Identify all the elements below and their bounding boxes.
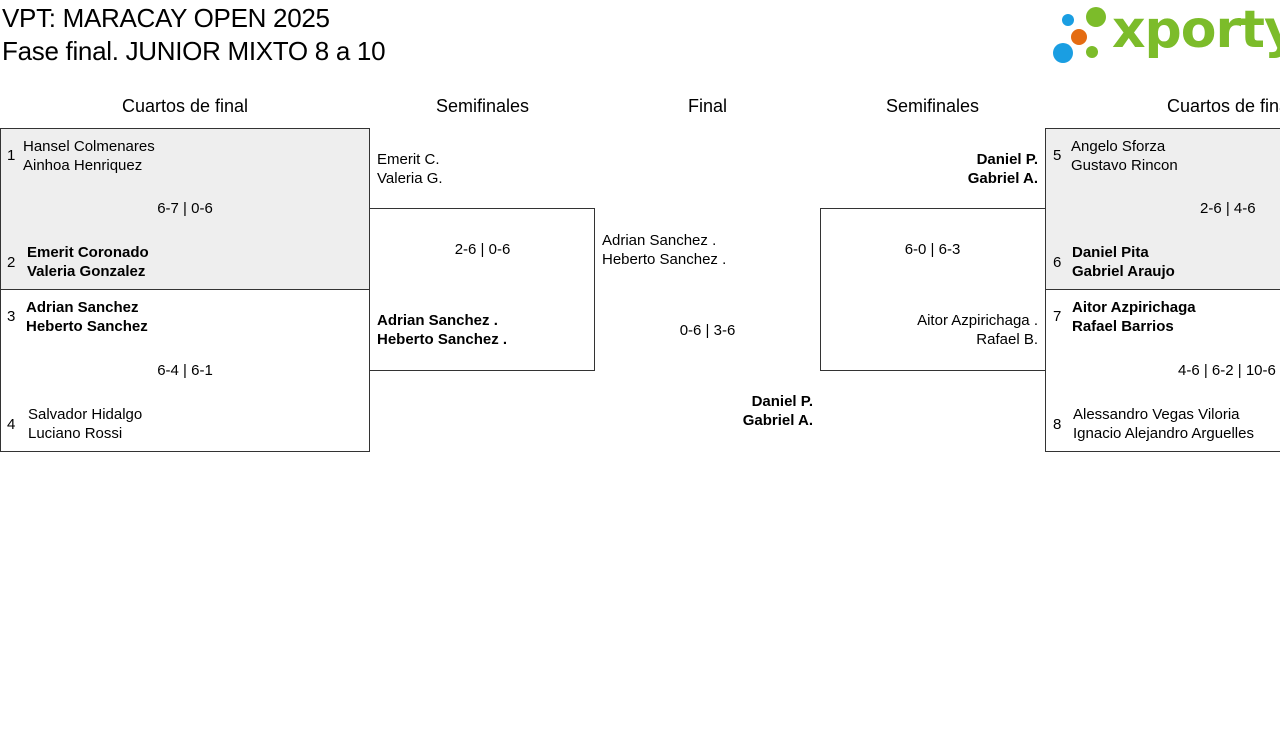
match-score: 6-0 | 6-3: [904, 241, 961, 258]
player-name: Valeria G.: [377, 170, 443, 187]
player-name: Alessandro Vegas Viloria: [1073, 406, 1240, 423]
player-name: Gabriel A.: [967, 170, 1038, 187]
player-name: Rafael B.: [976, 331, 1038, 348]
seed-number: 4: [7, 416, 16, 433]
team-aitor-rafael-short: Aitor Azpirichaga . Rafael B.: [825, 311, 1038, 349]
player-name: Gabriel Araujo: [1072, 263, 1175, 280]
team-salvador-luciano: Salvador Hidalgo Luciano Rossi: [28, 405, 142, 443]
team-daniel-gabriel: Daniel Pita Gabriel Araujo: [1072, 243, 1175, 281]
player-name: Gustavo Rincon: [1071, 157, 1178, 174]
player-name: Angelo Sforza: [1071, 138, 1166, 155]
player-name: Salvador Hidalgo: [28, 406, 143, 423]
team-daniel-gabriel-short: Daniel P. Gabriel A.: [825, 150, 1038, 188]
round-heading-final: Final: [687, 96, 727, 116]
player-name: Adrian Sanchez: [26, 299, 139, 316]
round-heading-left-quarterfinals: Cuartos de final: [121, 96, 249, 116]
left-sf-match: [369, 208, 595, 371]
player-name: Ignacio Alejandro Arguelles: [1073, 425, 1254, 442]
match-score: 4-6 | 6-2 | 10-6: [1178, 362, 1276, 379]
player-name: Ainhoa Henriquez: [23, 157, 143, 174]
tournament-title: VPT: MARACAY OPEN 2025: [2, 3, 330, 33]
seed-number: 5: [1053, 147, 1062, 164]
player-name: Gabriel A.: [742, 412, 813, 429]
team-alessandro-ignacio: Alessandro Vegas Viloria Ignacio Alejand…: [1073, 405, 1254, 443]
player-name: Daniel P.: [751, 393, 813, 410]
match-score: 6-4 | 6-1: [157, 362, 213, 379]
left-qf-match-1: [0, 128, 370, 290]
player-name: Adrian Sanchez .: [602, 232, 717, 249]
seed-number: 2: [7, 254, 16, 271]
team-final-daniel-gabriel: Daniel P. Gabriel A.: [600, 392, 813, 430]
xporty-logo-text: xporty: [1112, 0, 1280, 60]
round-heading-right-quarterfinals: Cuartos de final: [1166, 96, 1280, 116]
player-name: Heberto Sanchez .: [377, 331, 508, 348]
xporty-logo-mark: [1053, 7, 1106, 63]
seed-number: 3: [7, 308, 16, 325]
team-aitor-rafael: Aitor Azpirichaga Rafael Barrios: [1072, 298, 1196, 336]
round-heading-left-semifinals: Semifinales: [435, 96, 530, 116]
match-score: 0-6 | 3-6: [679, 322, 736, 339]
player-name: Daniel Pita: [1072, 244, 1149, 261]
player-name: Valeria Gonzalez: [27, 263, 146, 280]
player-name: Rafael Barrios: [1072, 318, 1174, 335]
match-score: 2-6 | 4-6: [1200, 200, 1256, 217]
team-hansel-ainhoa: Hansel Colmenares Ainhoa Henriquez: [23, 137, 155, 175]
match-score: 2-6 | 0-6: [454, 241, 511, 258]
player-name: Adrian Sanchez .: [377, 312, 498, 329]
round-heading-right-semifinals: Semifinales: [885, 96, 980, 116]
bracket-subtitle: Fase final. JUNIOR MIXTO 8 a 10: [2, 36, 386, 66]
player-name: Hansel Colmenares: [23, 138, 155, 155]
team-adrian-heberto-short: Adrian Sanchez . Heberto Sanchez .: [377, 311, 507, 349]
player-name: Aitor Azpirichaga: [1072, 299, 1196, 316]
player-name: Emerit C.: [377, 151, 440, 168]
player-name: Emerit Coronado: [27, 244, 149, 261]
team-emerit-valeria-short: Emerit C. Valeria G.: [377, 150, 443, 188]
seed-number: 1: [7, 147, 16, 164]
player-name: Daniel P.: [976, 151, 1038, 168]
team-emerit-valeria: Emerit Coronado Valeria Gonzalez: [27, 243, 149, 281]
player-name: Heberto Sanchez: [26, 318, 148, 335]
match-score: 6-7 | 0-6: [157, 200, 213, 217]
player-name: Heberto Sanchez .: [602, 251, 727, 268]
seed-number: 8: [1053, 416, 1062, 433]
xporty-logo: xporty: [1050, 0, 1280, 68]
player-name: Aitor Azpirichaga .: [917, 312, 1038, 329]
player-name: Luciano Rossi: [28, 425, 123, 442]
seed-number: 7: [1053, 308, 1062, 325]
right-qf-match-2: [1045, 289, 1280, 452]
seed-number: 6: [1053, 254, 1062, 271]
team-adrian-heberto: Adrian Sanchez Heberto Sanchez: [26, 298, 148, 336]
team-angelo-gustavo: Angelo Sforza Gustavo Rincon: [1071, 137, 1178, 175]
team-final-adrian-heberto: Adrian Sanchez . Heberto Sanchez .: [602, 231, 726, 269]
